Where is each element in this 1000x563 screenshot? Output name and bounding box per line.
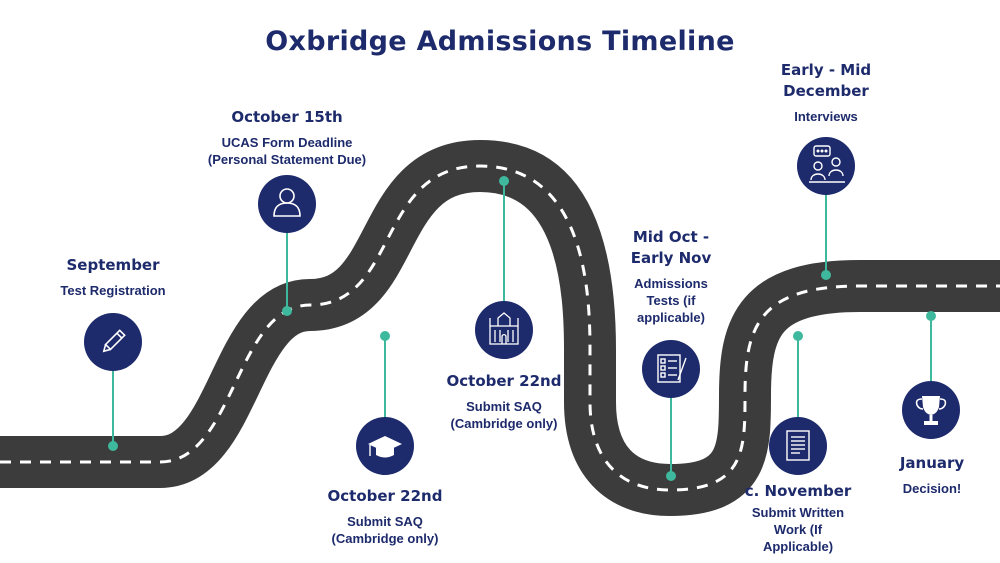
- milestone-node-admissions-tests: [642, 340, 700, 398]
- milestone-date: Early - Mid December: [780, 61, 872, 100]
- milestone-september: September Test Registration: [33, 255, 193, 299]
- pencil-icon: [102, 329, 126, 353]
- milestone-desc: Admissions Tests (if applicable): [634, 276, 708, 325]
- milestone-october-15: October 15th UCAS Form Deadline (Persona…: [187, 107, 387, 168]
- milestone-node-october-15: [258, 175, 316, 233]
- checklist-icon: [657, 354, 687, 383]
- connectors: [108, 166, 936, 481]
- milestone-january: January Decision!: [872, 453, 992, 497]
- milestone-october-22-b: October 22nd Submit SAQ (Cambridge only): [424, 371, 584, 432]
- milestone-desc: Decision!: [902, 481, 962, 496]
- road: [0, 140, 1000, 516]
- milestone-node-november: [769, 417, 827, 475]
- interview-icon: [809, 145, 845, 183]
- milestone-desc: Submit Written Work (If Applicable): [751, 505, 845, 554]
- milestone-date: c. November: [744, 482, 852, 500]
- milestone-date: September: [66, 256, 160, 274]
- road-center-dashes: [0, 164, 1000, 492]
- milestone-node-january: [902, 381, 960, 439]
- milestone-node-interviews: [797, 137, 855, 195]
- milestone-date: January: [899, 454, 965, 472]
- milestone-node-october-22-a: [356, 417, 414, 475]
- graduation-cap-icon: [368, 436, 402, 458]
- trophy-icon: [915, 396, 947, 425]
- page-title: Oxbridge Admissions Timeline: [265, 26, 735, 57]
- milestone-desc: Test Registration: [60, 283, 166, 298]
- document-icon: [786, 430, 810, 461]
- milestone-desc: Submit SAQ (Cambridge only): [450, 399, 558, 431]
- milestone-admissions-tests: Mid Oct - Early Nov Admissions Tests (if…: [607, 227, 735, 326]
- milestone-node-october-22-b: [475, 301, 533, 359]
- milestone-desc: Submit SAQ (Cambridge only): [331, 514, 439, 546]
- milestone-date: October 22nd: [446, 372, 562, 390]
- milestone-interviews: Early - Mid December Interviews: [766, 60, 886, 125]
- milestone-date: Mid Oct - Early Nov: [630, 228, 712, 267]
- milestone-date: October 15th: [231, 108, 343, 126]
- milestone-node-september: [84, 313, 142, 371]
- college-building-icon: [489, 312, 519, 345]
- milestone-november: c. November Submit Written Work (If Appl…: [728, 481, 868, 555]
- milestone-desc: Interviews: [794, 109, 858, 124]
- user-icon: [273, 188, 301, 217]
- milestone-date: October 22nd: [327, 487, 443, 505]
- milestone-desc: UCAS Form Deadline (Personal Statement D…: [207, 135, 367, 167]
- milestone-october-22-a: October 22nd Submit SAQ (Cambridge only): [305, 486, 465, 547]
